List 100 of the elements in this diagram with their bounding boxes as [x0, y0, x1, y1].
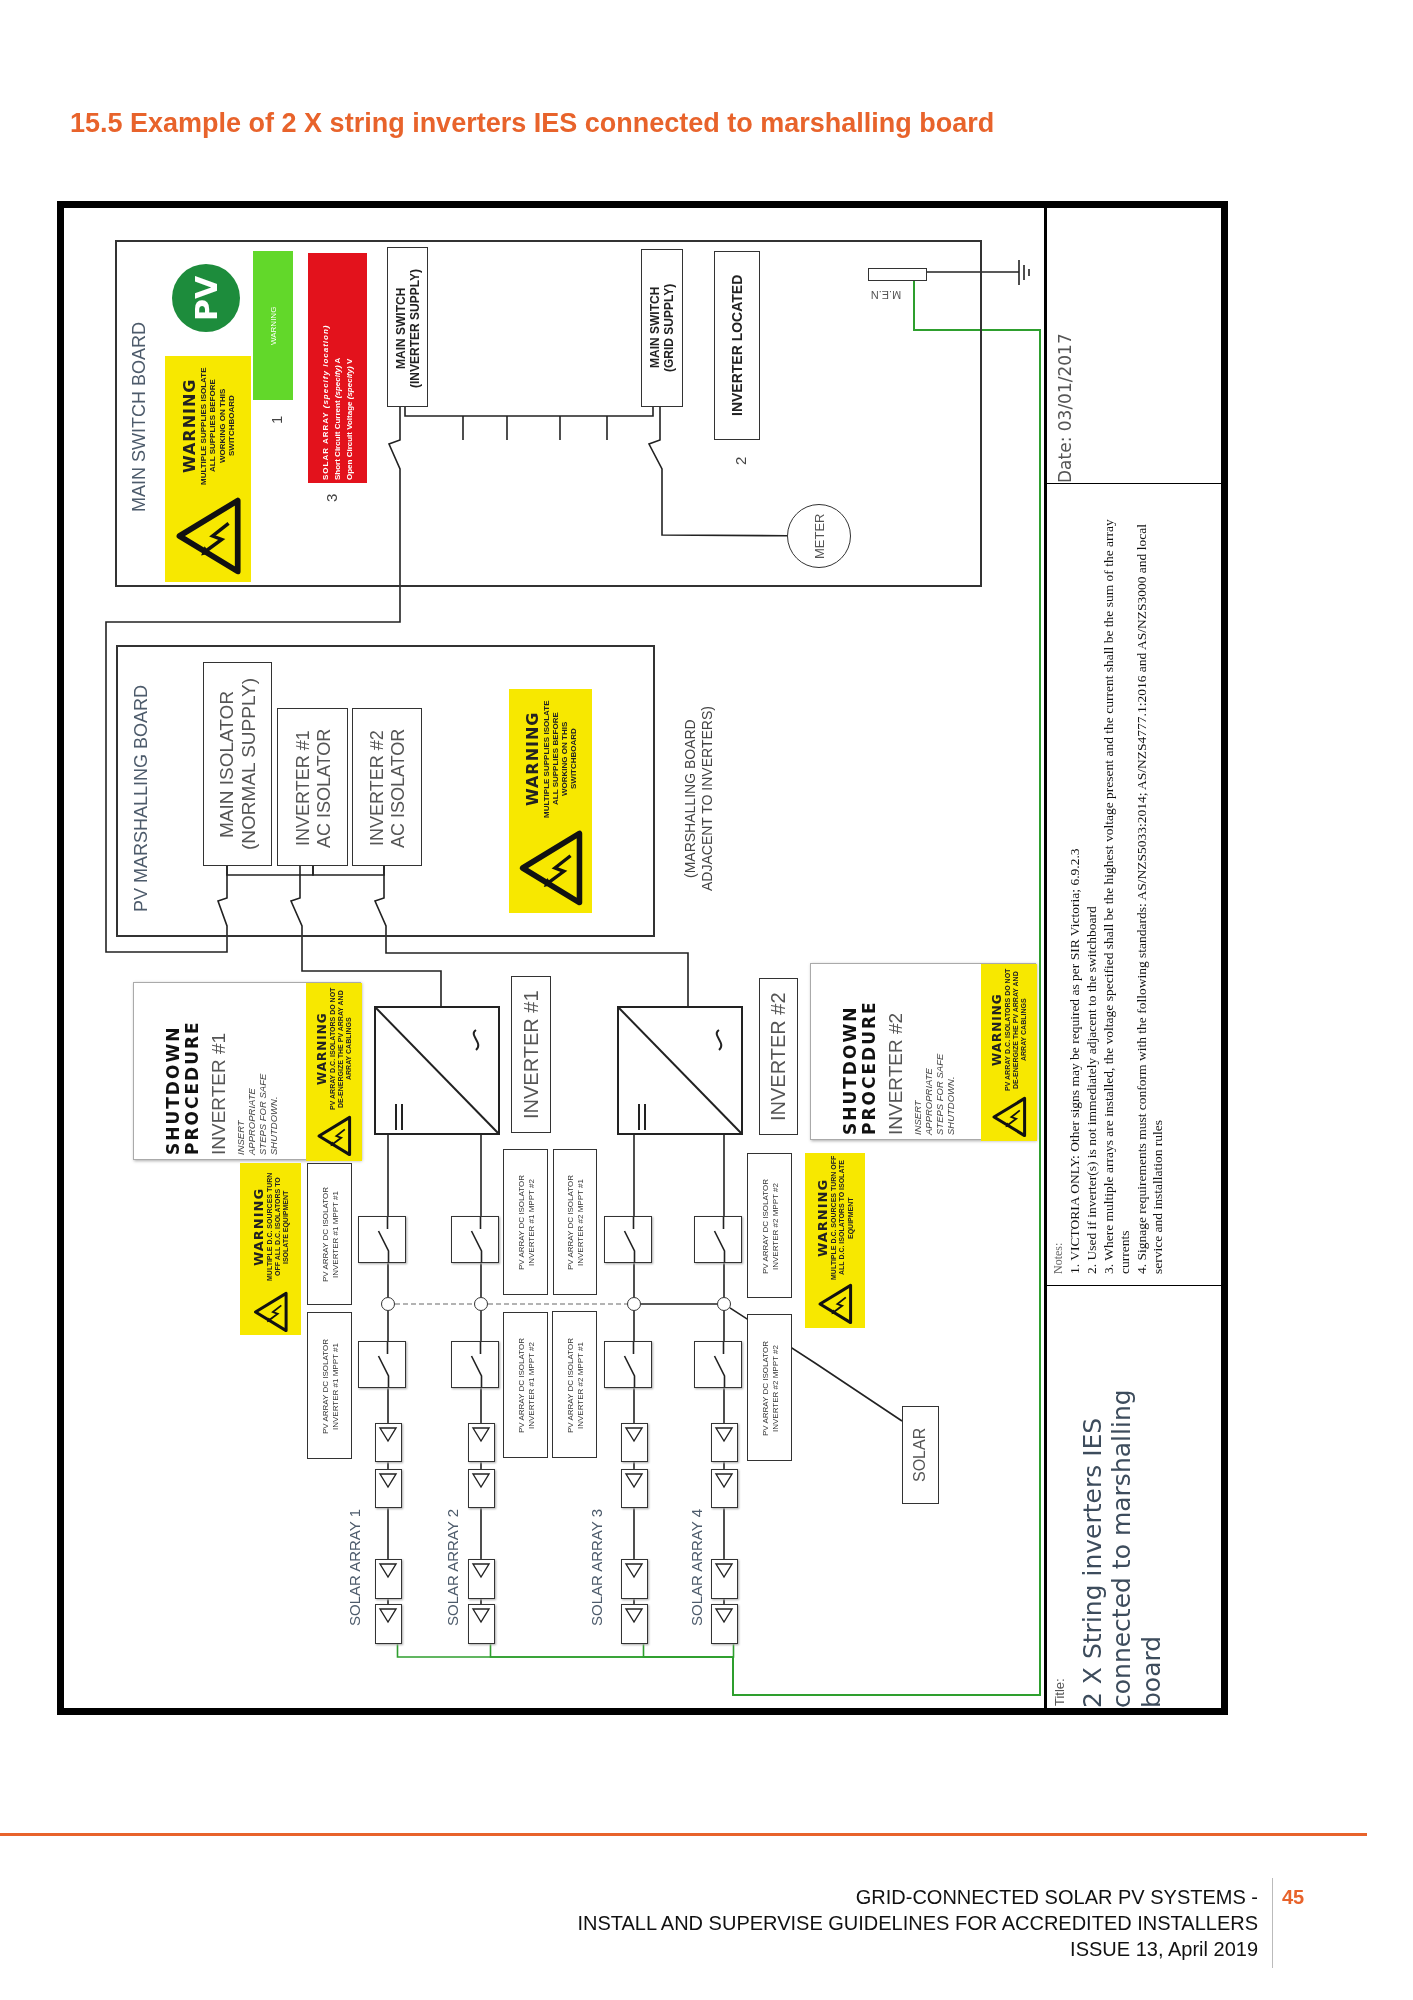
wire	[480, 1598, 482, 1605]
inverter-symbol	[374, 1006, 500, 1135]
sign-heading: PV	[188, 275, 224, 321]
wire	[387, 1310, 389, 1342]
wire	[312, 865, 385, 876]
solar-panel-symbol	[375, 1469, 402, 1508]
wire	[640, 1303, 718, 1305]
wire	[723, 1387, 725, 1424]
isolator-label	[203, 662, 272, 866]
wire	[633, 1598, 635, 1605]
footer-text: INSTALL AND SUPERVISE GUIDELINES FOR ACCREDITED INSTALLERS	[576, 1912, 1258, 1936]
isolator-label	[277, 708, 348, 866]
wire	[480, 1262, 482, 1298]
board-heading: PV MARSHALLING BOARD	[130, 684, 152, 912]
solar-panel-symbol	[621, 1559, 648, 1599]
wire	[723, 1461, 725, 1470]
wire	[387, 1461, 389, 1470]
isolator-switch-symbol	[604, 1341, 652, 1388]
label-text: PV ARRAY DC ISOLATOR INVERTER #1 MPPT #2	[516, 1337, 537, 1436]
label-box	[307, 1312, 352, 1459]
footer-text: GRID-CONNECTED SOLAR PV SYSTEMS -	[854, 1886, 1258, 1910]
warning-sign	[805, 1153, 865, 1328]
label-box	[747, 1314, 792, 1461]
label-box	[553, 1149, 597, 1295]
label-box	[552, 1311, 597, 1458]
wire	[633, 1507, 635, 1560]
isolator-switch-symbol	[358, 1341, 406, 1388]
wire	[480, 1387, 482, 1424]
title-heading: Title:	[1051, 1678, 1067, 1706]
isolator-switch-symbol	[694, 1216, 742, 1263]
inverter-symbol	[617, 1006, 743, 1135]
sign-text: INSERT APPROPRIATE STEPS FOR SAFE SHUTDOWN.	[235, 1072, 280, 1155]
solar-panel-symbol	[468, 1559, 495, 1599]
wire	[387, 1507, 389, 1560]
terminal-box	[868, 268, 927, 281]
wire	[723, 1134, 725, 1217]
solar-panel-symbol	[711, 1423, 738, 1462]
wire	[480, 1310, 482, 1342]
array-label: SOLAR ARRAY 3	[587, 1509, 605, 1627]
sign-heading: WARNING	[314, 1012, 329, 1086]
notes-heading: Notes:	[1050, 1242, 1066, 1274]
wire	[394, 1303, 475, 1305]
page-number: 45	[1282, 1886, 1306, 1910]
meter-label: METER	[811, 512, 826, 559]
inverter-label	[511, 976, 551, 1133]
solar-panel-symbol	[621, 1423, 648, 1462]
label-text: PV ARRAY DC ISOLATOR INVERTER #1 MPPT #1	[320, 1338, 341, 1436]
solar-panel-symbol	[621, 1469, 648, 1508]
solar-panel-symbol	[375, 1604, 402, 1644]
switch-label	[387, 247, 428, 407]
location-label	[714, 251, 760, 440]
solar-panel-symbol	[711, 1559, 738, 1599]
switchboard-enclosure	[115, 240, 982, 587]
label-box	[747, 1153, 792, 1298]
array-label: SOLAR ARRAY 4	[687, 1509, 705, 1627]
sign-heading: SHUTDOWN PROCEDURE	[841, 999, 879, 1135]
isolator-switch-symbol	[451, 1216, 499, 1263]
terminal-label: M.E.N	[869, 288, 903, 301]
label-text: INVERTER #2	[766, 991, 790, 1121]
callout-number: 1	[267, 415, 285, 425]
wire	[387, 1387, 389, 1424]
solar-panel-symbol	[711, 1469, 738, 1508]
isolator-switch-symbol	[451, 1341, 499, 1388]
section-heading: 15.5 Example of 2 X string inverters IES connected to marshalling board	[70, 108, 996, 140]
solar-panel-symbol	[375, 1559, 402, 1599]
sign-heading: WARNING	[268, 306, 278, 345]
wire	[723, 1598, 725, 1605]
wire	[387, 1262, 389, 1298]
warning-sign	[240, 1163, 301, 1335]
label-text: INVERTER #1	[519, 989, 542, 1119]
wire	[723, 1507, 725, 1560]
wire	[633, 1461, 635, 1470]
sign-text: MULTIPLE SUPPLIES ISOLATE ALL SUPPLIES BEFORE WORKING ON THIS SWITCHBOARD	[199, 366, 236, 487]
label-text: SOLAR	[910, 1427, 929, 1482]
sign-text: INSERT APPROPRIATE STEPS FOR SAFE SHUTDOWN.	[912, 1052, 957, 1135]
wire	[480, 1134, 482, 1217]
note-text: 4. Signage requirements must conform with the following standards: AS/NZS5033:2014; AS/NZS4777.1:2016 and AS/NZS3000 and local service and installation rules	[1133, 523, 1166, 1274]
callout-number: 3	[322, 493, 340, 503]
drawing-title: 2 X String inverters IES connected to marshalling board	[1077, 1388, 1167, 1708]
wire	[387, 1134, 389, 1217]
wire	[633, 1262, 635, 1298]
array-label: SOLAR ARRAY 1	[345, 1509, 363, 1627]
solar-label	[902, 1406, 939, 1504]
date-text: Date: 03/01/2017	[1055, 333, 1075, 483]
note-text: 1. VICTORIA ONLY: Other signs may be required as per SIR Victoria; 6.9.2.3	[1066, 848, 1083, 1274]
sign-text: Open Circuit Voltage (specify) V	[345, 358, 354, 480]
note-text: 2. Used if inverter(s) is not immediately adjacent to the switchboard	[1083, 906, 1100, 1274]
shutdown-sign	[810, 963, 1036, 1140]
label-text: PV ARRAY DC ISOLATOR INVERTER #2 MPPT #1	[566, 1174, 586, 1273]
wire	[723, 1262, 725, 1298]
board-heading: MAIN SWITCH BOARD	[128, 322, 150, 512]
wire	[226, 865, 314, 876]
board-note: (MARSHALLING BOARD ADJACENT TO INVERTERS)	[682, 705, 716, 894]
label-text: MAIN ISOLATOR (NORMAL SUPPLY)	[215, 676, 259, 852]
solar-panel-symbol	[621, 1604, 648, 1644]
wire	[633, 1387, 635, 1424]
wire	[487, 1303, 628, 1305]
sign-text: MULTIPLE SUPPLIES ISOLATE ALL SUPPLIES BEFORE WORKING ON THIS SWITCHBOARD	[541, 699, 579, 820]
solar-panel-symbol	[375, 1423, 402, 1462]
isolator-switch-symbol	[358, 1216, 406, 1263]
